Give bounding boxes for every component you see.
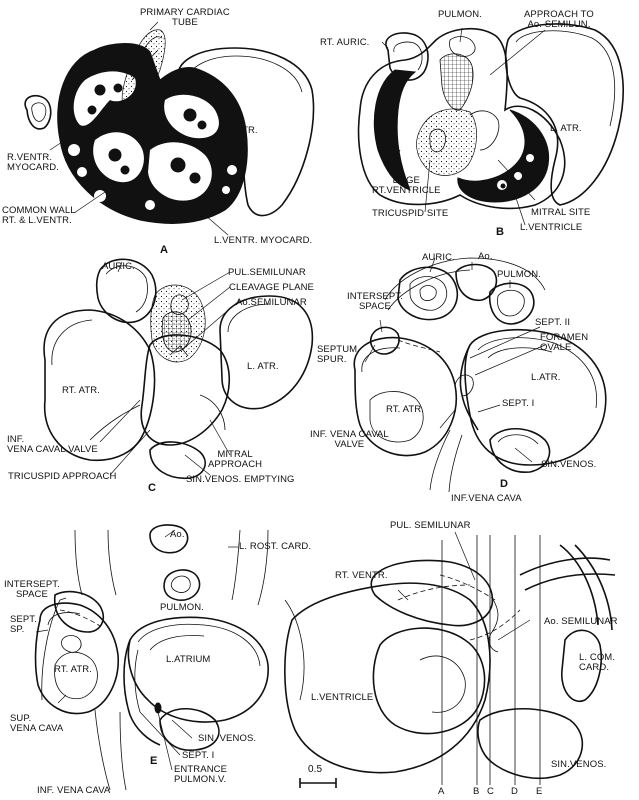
label-cleavage-plane: CLEAVAGE PLANE: [229, 282, 314, 293]
panel-letter-d: D: [500, 478, 508, 490]
label-b-pulmon: PULMON.: [438, 9, 482, 20]
label-sup-vena-cava: SUP.VENA CAVA: [10, 713, 64, 734]
label-d-rt-atr: RT. ATR.: [386, 404, 424, 415]
scale-bar-label: 0.5: [308, 764, 323, 775]
label-e-rt-atr: RT. ATR.: [54, 664, 92, 675]
label-sept-ii: SEPT. II: [535, 317, 571, 328]
label-l-rost-card: L. ROST. CARD.: [239, 541, 312, 552]
label-e-intersept-space: INTERSEPT.SPACE: [4, 579, 60, 600]
label-sept-sp: SEPT.SP.: [10, 614, 37, 635]
label-e-sept-i: SEPT. I: [182, 750, 215, 761]
label-d-sin-venos: SIN.VENOS.: [541, 459, 597, 470]
label-b-l-ventricle: L.VENTRICLE: [520, 222, 583, 233]
panel-letter-c: C: [148, 482, 156, 494]
label-d-inf-vena-cava: INF.VENA CAVA: [451, 493, 522, 504]
label-key-sin-venos: SIN.VENOS.: [551, 759, 607, 770]
section-letter-a: A: [438, 786, 445, 797]
label-key-ao-semilunar: Ao. SEMILUNAR: [544, 616, 618, 627]
label-c-inf-vena-caval-valve: INF.VENA CAVAL VALVE: [7, 434, 98, 455]
label-b-l-atr: L. ATR.: [550, 123, 582, 134]
label-tricuspid-approach: TRICUSPID APPROACH: [8, 471, 117, 482]
label-key-pul-semilunar: PUL. SEMILUNAR: [390, 520, 471, 531]
label-d-pulmon: PULMON.: [497, 269, 541, 280]
label-b-rt-auric: RT. AURIC.: [320, 37, 370, 48]
label-d-ao: Ao.: [478, 251, 493, 262]
panel-b-drawing: [357, 23, 624, 226]
label-e-sin-venos: SIN. VENOS.: [198, 733, 257, 744]
key-drawing: [284, 531, 616, 785]
label-l-atrium: L.ATRIUM: [166, 654, 211, 665]
scale-bar-graphic: [299, 778, 337, 788]
label-l-ventr-myocard: L.VENTR. MYOCARD.: [214, 235, 313, 246]
label-d-auric: AURIC.: [422, 252, 455, 263]
label-d-l-atr: L.ATR.: [531, 372, 561, 383]
label-e-inf-vena-cava: INF. VENA CAVA: [37, 785, 111, 796]
label-sin-venos-emptying: SIN.VENOS. EMPTYING: [186, 474, 295, 485]
label-c-ao-semilunar: Ao.SEMILUNAR: [236, 297, 307, 308]
section-letter-b: B: [473, 786, 480, 797]
section-letter-c: C: [487, 786, 494, 797]
panel-e-drawing: [34, 524, 305, 791]
label-d-intersept-space: INTERSEPT.SPACE: [347, 291, 403, 312]
label-e-pulmon: PULMON.: [160, 602, 204, 613]
label-key-l-ventricle: L.VENTRICLE: [311, 692, 374, 703]
label-c-rt-atr: RT. ATR.: [62, 385, 100, 396]
label-e-ao: Ao.: [170, 529, 185, 540]
panel-a-drawing: [24, 21, 315, 236]
label-c-auric: AURIC.: [102, 261, 135, 272]
panel-letter-b: B: [496, 226, 504, 238]
panel-c-drawing: [43, 258, 314, 479]
label-c-l-atr: L. ATR.: [247, 361, 279, 372]
panel-letter-a: A: [160, 244, 168, 256]
label-d-sept-i: SEPT. I: [502, 398, 535, 409]
panel-letter-e: E: [150, 755, 158, 767]
section-letter-e: E: [536, 786, 543, 797]
label-c-pul-semilunar: PUL.SEMILUNAR: [228, 267, 306, 278]
label-a-l-atr: L. ATR.: [226, 125, 258, 136]
label-mitral-site: MITRAL SITE: [531, 207, 591, 218]
label-key-l-com-card: L. COM.CARD.: [579, 652, 616, 673]
label-tricuspid-site: TRICUSPID SITE: [372, 208, 449, 219]
panel-d-drawing: [353, 257, 607, 493]
label-r-ventr-myocard: R.VENTR.MYOCARD.: [7, 152, 59, 173]
section-letter-d: D: [511, 786, 518, 797]
label-key-rt-ventr: RT. VENTR.: [335, 570, 388, 581]
